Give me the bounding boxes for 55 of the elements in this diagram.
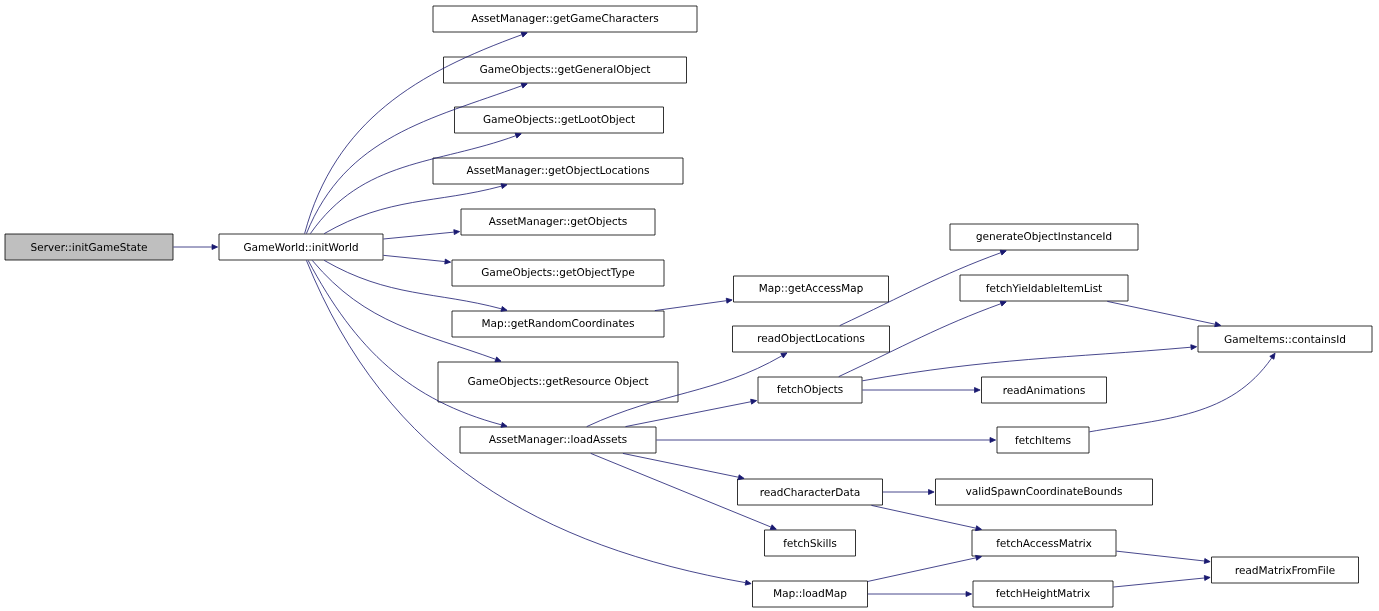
arrow (311, 260, 502, 363)
arrow (656, 437, 996, 443)
arrow (839, 249, 1007, 326)
arrow (310, 132, 522, 234)
function-box: Server::initGameState (4, 233, 174, 261)
arrow (1113, 575, 1211, 588)
function-box: readObjectLocations (732, 325, 890, 353)
arrow (323, 183, 508, 234)
function-box: readMatrixFromFile (1211, 556, 1359, 584)
function-box: fetchSkills (764, 529, 856, 557)
arrow (867, 591, 972, 597)
function-box: Map::getRandomCoordinates (451, 310, 665, 338)
function-box: Map::loadMap (752, 580, 868, 608)
arrow (383, 229, 460, 240)
function-box: readAnimations (981, 376, 1107, 404)
function-box: fetchItems (996, 426, 1090, 454)
function-box: validSpawnCoordinateBounds (935, 478, 1153, 506)
arrow (323, 260, 508, 312)
function-box: AssetManager::loadAssets (459, 426, 657, 454)
function-box: Map::getAccessMap (733, 275, 889, 303)
arrow (867, 555, 982, 582)
function-box: fetchAccessMatrix (971, 529, 1117, 557)
arrow (173, 244, 218, 250)
arrow (882, 489, 935, 495)
arrow (304, 31, 528, 234)
arrow (625, 398, 757, 427)
function-box: GameObjects::getObjectType (451, 259, 665, 287)
arrow (871, 505, 982, 532)
function-box: GameWorld::initWorld (218, 233, 384, 261)
arrow (862, 344, 1197, 382)
arrow (1089, 352, 1276, 433)
function-box: fetchHeightMatrix (972, 580, 1114, 608)
arrow (307, 260, 508, 428)
function-box: readCharacterData (737, 478, 883, 506)
arrow (1116, 550, 1211, 564)
arrow (862, 387, 981, 393)
function-box: GameObjects::getGeneralObject (443, 56, 687, 84)
arrow (306, 260, 752, 586)
function-box: generateObjectInstanceId (949, 223, 1139, 251)
arrow (838, 300, 1007, 377)
arrow (654, 297, 733, 311)
function-box: AssetManager::getGameCharacters (432, 5, 698, 33)
function-box: AssetManager::getObjects (460, 208, 656, 236)
function-box: fetchObjects (757, 376, 863, 404)
function-box: GameObjects::getResource Object (437, 361, 679, 403)
function-box: GameObjects::getLootObject (454, 106, 664, 134)
function-box: GameItems::containsId (1197, 325, 1373, 353)
arrow (590, 453, 777, 530)
arrow (586, 352, 788, 427)
function-box: fetchYieldableItemList (959, 274, 1129, 302)
arrow (306, 82, 528, 234)
arrow (1106, 301, 1222, 328)
arrow (622, 453, 745, 481)
arrow (383, 254, 451, 265)
function-box: AssetManager::getObjectLocations (432, 157, 684, 185)
